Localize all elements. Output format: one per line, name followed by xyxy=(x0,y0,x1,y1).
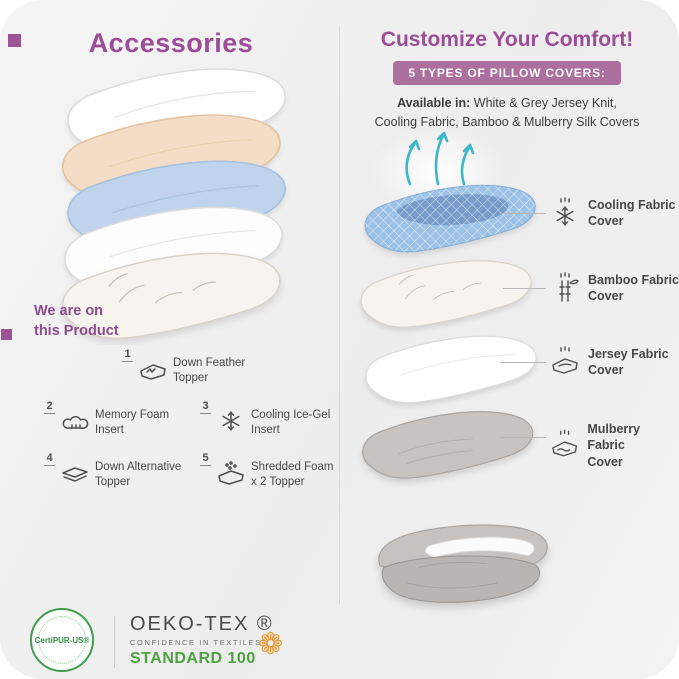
assembled-pillow-illustration xyxy=(378,524,548,603)
pillow-layers-illustration xyxy=(61,68,286,340)
pillow-layer-down-feather xyxy=(61,114,281,201)
down-feather-topper-icon xyxy=(140,364,166,380)
item-number: 5 xyxy=(200,452,211,466)
flower-icon: ❁ xyxy=(258,628,284,661)
connector-line-mulberry xyxy=(500,437,546,438)
connector-line-cooling xyxy=(500,213,546,214)
pillow-covers-badge: 5 TYPES OF PILLOW COVERS: xyxy=(393,61,621,85)
oeko-tex-brand: OEKO-TEX ® xyxy=(130,613,274,635)
pillow-layer-white-top xyxy=(67,68,286,155)
decorative-square-left xyxy=(1,329,12,340)
pillow-layer-white-mid xyxy=(64,206,283,294)
airflow-arrows-icon xyxy=(405,131,475,186)
cooling-cover-layer xyxy=(364,184,536,253)
oeko-tex-block: OEKO-TEX ® CONFIDENCE IN TEXTILES STANDA… xyxy=(130,614,274,667)
snowflake-icon xyxy=(222,411,240,431)
column-divider xyxy=(339,26,340,604)
memory-foam-icon xyxy=(62,416,89,429)
mulberry-cover-layer xyxy=(362,411,534,479)
decorative-square-top xyxy=(8,34,21,47)
shredded-foam-icon xyxy=(218,461,244,485)
connector-line-jersey xyxy=(500,362,546,363)
pillow-covers-illustration xyxy=(360,184,537,479)
cooling-fabric-icon xyxy=(556,197,574,226)
certipur-label: CertiPUR-US® xyxy=(34,635,90,645)
certipur-ring xyxy=(38,616,86,664)
certipur-badge: CertiPUR-US® xyxy=(30,608,94,672)
mulberry-fabric-icon xyxy=(552,430,578,457)
down-alternative-topper-icon xyxy=(62,467,88,482)
bamboo-cover-layer xyxy=(360,260,532,328)
pillow-layer-cooling-gel xyxy=(67,160,286,247)
footer-divider xyxy=(114,616,115,668)
availability-text: Available in: White & Grey Jersey Knit, … xyxy=(374,96,640,130)
customize-title: Customize Your Comfort! xyxy=(380,28,634,51)
item-number: 3 xyxy=(200,400,211,414)
connector-line-bamboo xyxy=(503,288,546,289)
item-number: 1 xyxy=(122,348,133,362)
item-number: 2 xyxy=(44,400,55,414)
jersey-fabric-icon xyxy=(552,346,578,374)
jersey-cover-layer xyxy=(365,335,537,404)
product-note: We are on this Product xyxy=(34,303,119,339)
oeko-tex-standard: STANDARD 100 xyxy=(130,649,256,667)
pillow-layer-bamboo-cover xyxy=(61,252,281,340)
oeko-tex-subtitle: CONFIDENCE IN TEXTILES xyxy=(130,638,262,647)
bamboo-fabric-icon xyxy=(559,272,579,302)
item-number: 4 xyxy=(44,452,55,466)
accessories-title: Accessories xyxy=(88,28,254,58)
